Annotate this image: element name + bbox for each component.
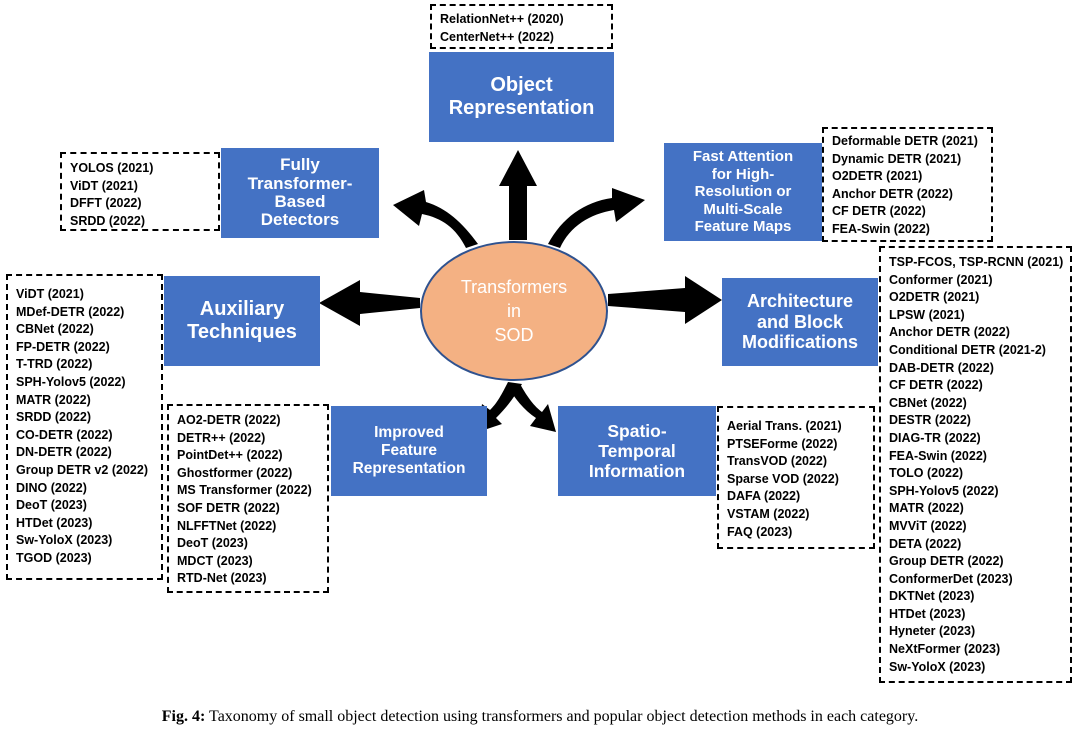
arrow-left [319, 280, 420, 326]
method-item: HTDet (2023) [889, 606, 966, 621]
method-item: MVViT (2022) [889, 518, 967, 533]
method-item: NLFFTNet (2022) [177, 518, 277, 533]
method-item: Anchor DETR (2022) [832, 186, 953, 201]
method-item: FP-DETR (2022) [16, 339, 110, 354]
method-item: SPH-Yolov5 (2022) [889, 483, 999, 498]
architecture-box: Architecture and Block Modifications [722, 278, 878, 366]
method-item: Sparse VOD (2022) [727, 471, 839, 486]
fast-attention-box: Fast Attention for High- Resolution or M… [664, 143, 822, 241]
method-item: DINO (2022) [16, 480, 87, 495]
method-item: CF DETR (2022) [889, 378, 983, 393]
method-item: FEA-Swin (2022) [832, 221, 930, 236]
object-representation-box: Object Representation [429, 52, 614, 142]
method-item: DETA (2022) [889, 536, 962, 551]
method-item: Group DETR v2 (2022) [16, 462, 148, 477]
auxiliary-box: Auxiliary Techniques [164, 276, 320, 366]
method-item: Conformer (2021) [889, 272, 993, 287]
method-item: MDCT (2023) [177, 553, 253, 568]
method-item: Deformable DETR (2021) [832, 134, 978, 148]
method-item: SOF DETR (2022) [177, 500, 280, 515]
method-item: LPSW (2021) [889, 307, 965, 322]
method-item: HTDet (2023) [16, 515, 93, 530]
method-item: DeoT (2023) [177, 536, 248, 551]
arrow-upper-left [393, 190, 478, 248]
method-item: FAQ (2023) [727, 524, 793, 539]
method-item: ViDT (2021) [70, 178, 138, 193]
arrow-lower-right [508, 384, 556, 432]
method-item: Conditional DETR (2021-2) [889, 342, 1046, 357]
method-item: MS Transformer (2022) [177, 483, 312, 498]
method-item: Group DETR (2022) [889, 554, 1004, 569]
method-item: DFFT (2022) [70, 196, 142, 211]
method-item: RTD-Net (2023) [177, 571, 267, 586]
method-item: DAB-DETR (2022) [889, 360, 994, 375]
spatio-temporal-methods: Aerial Trans. (2021) PTSEForme (2022) Tr… [717, 406, 875, 549]
arrow-lower-left [478, 382, 522, 432]
method-item: T-TRD (2022) [16, 357, 93, 372]
improved-feature-box: Improved Feature Representation [331, 406, 487, 496]
object-representation-methods: RelationNet++ (2020) CenterNet++ (2022) [430, 4, 613, 49]
method-item: Sw-YoloX (2023) [16, 533, 113, 548]
method-item: NeXtFormer (2023) [889, 642, 1001, 657]
auxiliary-methods: ViDT (2021) MDef-DETR (2022) CBNet (2022… [6, 274, 163, 580]
fully-transformer-box: Fully Transformer- Based Detectors [221, 148, 379, 238]
method-item: DN-DETR (2022) [16, 445, 112, 460]
method-item: CBNet (2022) [889, 395, 967, 410]
method-item: SRDD (2022) [70, 213, 146, 228]
architecture-methods: TSP-FCOS, TSP-RCNN (2021) Conformer (202… [879, 246, 1072, 683]
method-item: CBNet (2022) [16, 322, 94, 337]
method-item: O2DETR (2021) [832, 169, 923, 184]
method-item: Hyneter (2023) [889, 624, 976, 639]
method-item: PTSEForme (2022) [727, 436, 838, 451]
method-item: SPH-Yolov5 (2022) [16, 374, 126, 389]
arrow-up [499, 150, 537, 240]
method-item: PointDet++ (2022) [177, 448, 283, 463]
method-item: DAFA (2022) [727, 489, 801, 504]
method-item: ConformerDet (2023) [889, 571, 1013, 586]
method-item: TGOD (2023) [16, 550, 92, 565]
method-item: ViDT (2021) [16, 287, 84, 301]
caption-prefix: Fig. 4: [161, 708, 206, 725]
figure-caption: Fig. 4: Taxonomy of small object detecti… [0, 708, 1080, 726]
method-item: CO-DETR (2022) [16, 427, 113, 442]
method-item: O2DETR (2021) [889, 290, 980, 305]
method-item: DKTNet (2023) [889, 589, 975, 604]
arrow-right [608, 276, 722, 324]
method-item: DeoT (2023) [16, 498, 87, 513]
method-item: Aerial Trans. (2021) [727, 419, 842, 433]
method-item: CenterNet++ (2022) [440, 29, 554, 44]
method-item: TSP-FCOS, TSP-RCNN (2021) [889, 255, 1064, 269]
method-item: DESTR (2022) [889, 413, 971, 428]
center-node: Transformers in SOD [420, 241, 608, 381]
method-item: FEA-Swin (2022) [889, 448, 987, 463]
caption-text: Taxonomy of small object detection using… [205, 708, 919, 725]
method-item: TransVOD (2022) [727, 454, 828, 469]
method-item: Sw-YoloX (2023) [889, 659, 986, 674]
method-item: DETR++ (2022) [177, 430, 266, 445]
method-item: MATR (2022) [889, 501, 964, 516]
method-item: YOLOS (2021) [70, 161, 154, 175]
spatio-temporal-box: Spatio- Temporal Information [558, 406, 716, 496]
method-item: CF DETR (2022) [832, 204, 926, 219]
improved-feature-methods: AO2-DETR (2022) DETR++ (2022) PointDet++… [167, 404, 329, 593]
method-item: VSTAM (2022) [727, 506, 810, 521]
method-item: Ghostformer (2022) [177, 465, 293, 480]
arrow-upper-right [548, 188, 645, 248]
method-item: RelationNet++ (2020) [440, 12, 564, 26]
method-item: Dynamic DETR (2021) [832, 151, 962, 166]
method-item: MATR (2022) [16, 392, 91, 407]
fast-attention-methods: Deformable DETR (2021) Dynamic DETR (202… [822, 127, 993, 242]
fully-transformer-methods: YOLOS (2021) ViDT (2021) DFFT (2022) SRD… [60, 152, 220, 231]
method-item: DIAG-TR (2022) [889, 430, 981, 445]
method-item: SRDD (2022) [16, 410, 92, 425]
method-item: AO2-DETR (2022) [177, 413, 281, 427]
method-item: Anchor DETR (2022) [889, 325, 1010, 340]
method-item: MDef-DETR (2022) [16, 304, 125, 319]
method-item: TOLO (2022) [889, 466, 964, 481]
